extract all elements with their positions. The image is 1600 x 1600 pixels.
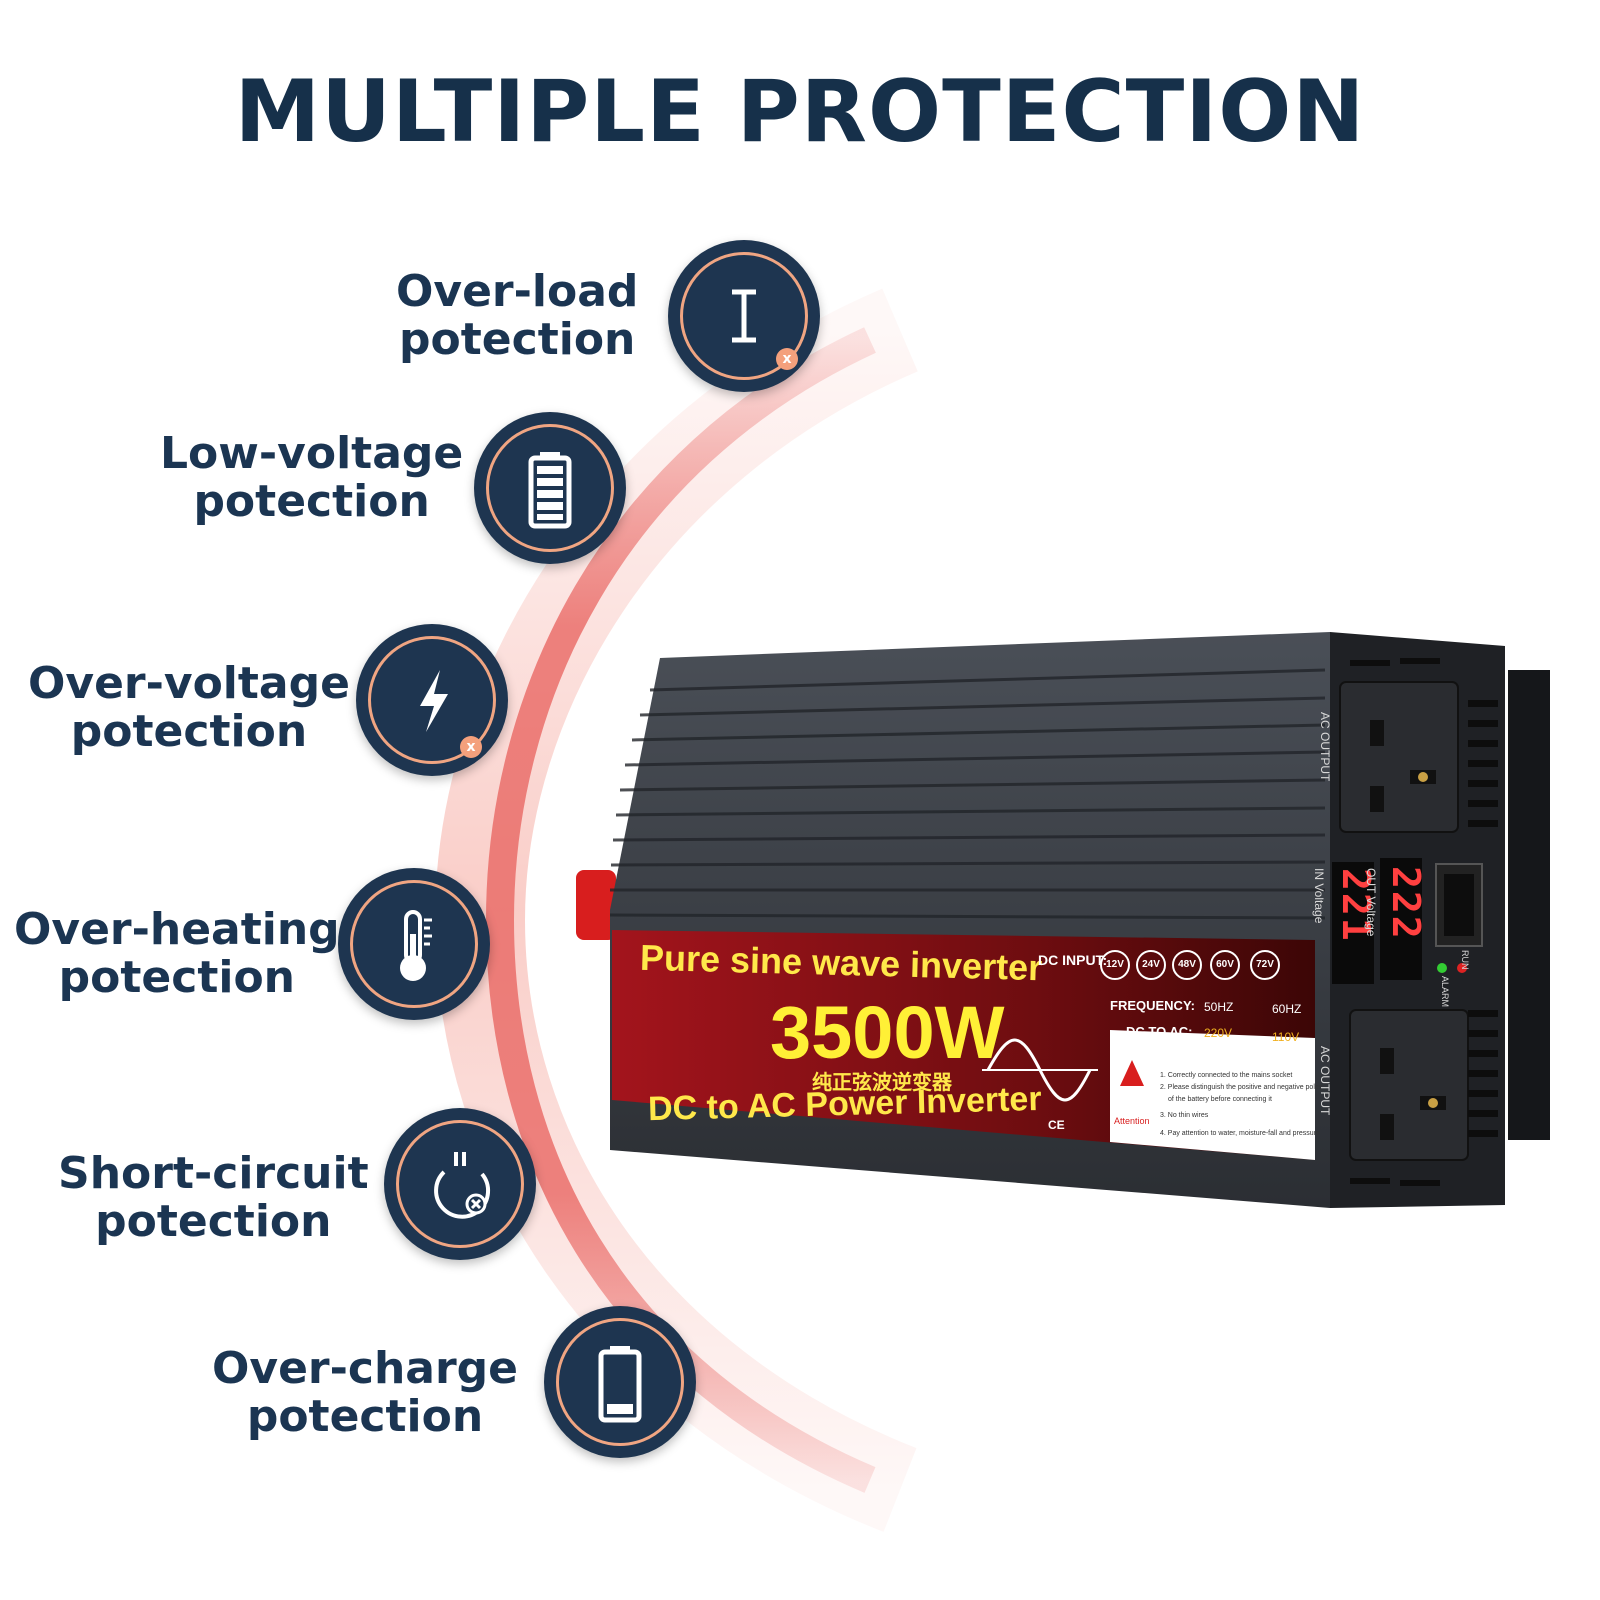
- feature-label-over-heating: Over-heating potection: [14, 904, 340, 1003]
- out-voltage-label: OUT Voltage: [1364, 868, 1378, 937]
- over-load-badge: x: [668, 240, 820, 392]
- product-chinese-name: 纯正弦波逆变器: [812, 1070, 952, 1094]
- short-circuit-icon: [434, 1152, 491, 1219]
- ac-output-label-top: AC OUTPUT: [1318, 712, 1332, 782]
- dc-option-48v: 48V: [1172, 950, 1202, 980]
- dc-option-24v: 24V: [1136, 950, 1166, 980]
- run-label: RUN: [1460, 950, 1470, 970]
- warning-2: 2. Please distinguish the positive and n…: [1160, 1084, 1323, 1091]
- dc-option-60v: 60V: [1210, 950, 1240, 980]
- warning-4: 3. No thin wires: [1160, 1112, 1209, 1119]
- x-mark-icon: x: [776, 348, 798, 370]
- warning-5: 4. Pay attention to water, moisture-fall…: [1160, 1130, 1320, 1137]
- ac-output-label-bottom: AC OUTPUT: [1318, 1046, 1332, 1116]
- thermometer-icon: [400, 910, 432, 981]
- warning-1: 1. Correctly connected to the mains sock…: [1160, 1072, 1293, 1079]
- feature-label-short-circuit: Short-circuit potection: [58, 1148, 369, 1247]
- dc-input-label: DC INPUT:: [1038, 952, 1108, 968]
- x-mark-icon: x: [460, 736, 482, 758]
- over-voltage-badge: x: [356, 624, 508, 776]
- feature-label-over-voltage: Over-voltage potection: [28, 658, 350, 757]
- feature-label-over-charge: Over-charge potection: [212, 1343, 519, 1442]
- dc-to-ac-label: DC TO AC:: [1126, 1024, 1193, 1039]
- frequency-label: FREQUENCY:: [1110, 998, 1195, 1013]
- over-heating-badge: [338, 868, 490, 1020]
- input-voltage-display: 221: [1334, 868, 1378, 943]
- in-voltage-label: IN Voltage: [1312, 868, 1326, 924]
- ce-mark: CE: [1048, 1118, 1065, 1132]
- ac-220v: 220V: [1204, 1026, 1233, 1040]
- low-voltage-badge: [474, 412, 626, 564]
- frequency-50hz: 50HZ: [1204, 1000, 1234, 1014]
- output-voltage-display: 222: [1384, 866, 1428, 941]
- ac-110v: 110V: [1272, 1030, 1300, 1044]
- attention-label: Attention: [1114, 1116, 1150, 1126]
- current-i-icon: [732, 289, 756, 343]
- inverter-body: [576, 632, 1550, 1208]
- feature-label-over-load: Over-load potection: [396, 266, 639, 365]
- over-charge-badge: [544, 1306, 696, 1458]
- product-wattage: 3500W: [770, 991, 1005, 1074]
- dc-option-12v: 12V: [1100, 950, 1130, 980]
- inverter-product-image: [570, 630, 1570, 1220]
- warning-3: of the battery before connecting it: [1168, 1096, 1272, 1103]
- page-title: MULTIPLE PROTECTION: [234, 62, 1366, 162]
- feature-label-low-voltage: Low-voltage potection: [160, 428, 464, 527]
- battery-low-icon: [598, 1346, 642, 1423]
- alarm-label: ALARM: [1440, 976, 1450, 1008]
- battery-full-icon: [528, 452, 572, 529]
- frequency-60hz: 60HZ: [1272, 1002, 1302, 1016]
- dc-option-72v: 72V: [1250, 950, 1280, 980]
- lightning-bolt-icon: [420, 670, 448, 732]
- short-circuit-badge: [384, 1108, 536, 1260]
